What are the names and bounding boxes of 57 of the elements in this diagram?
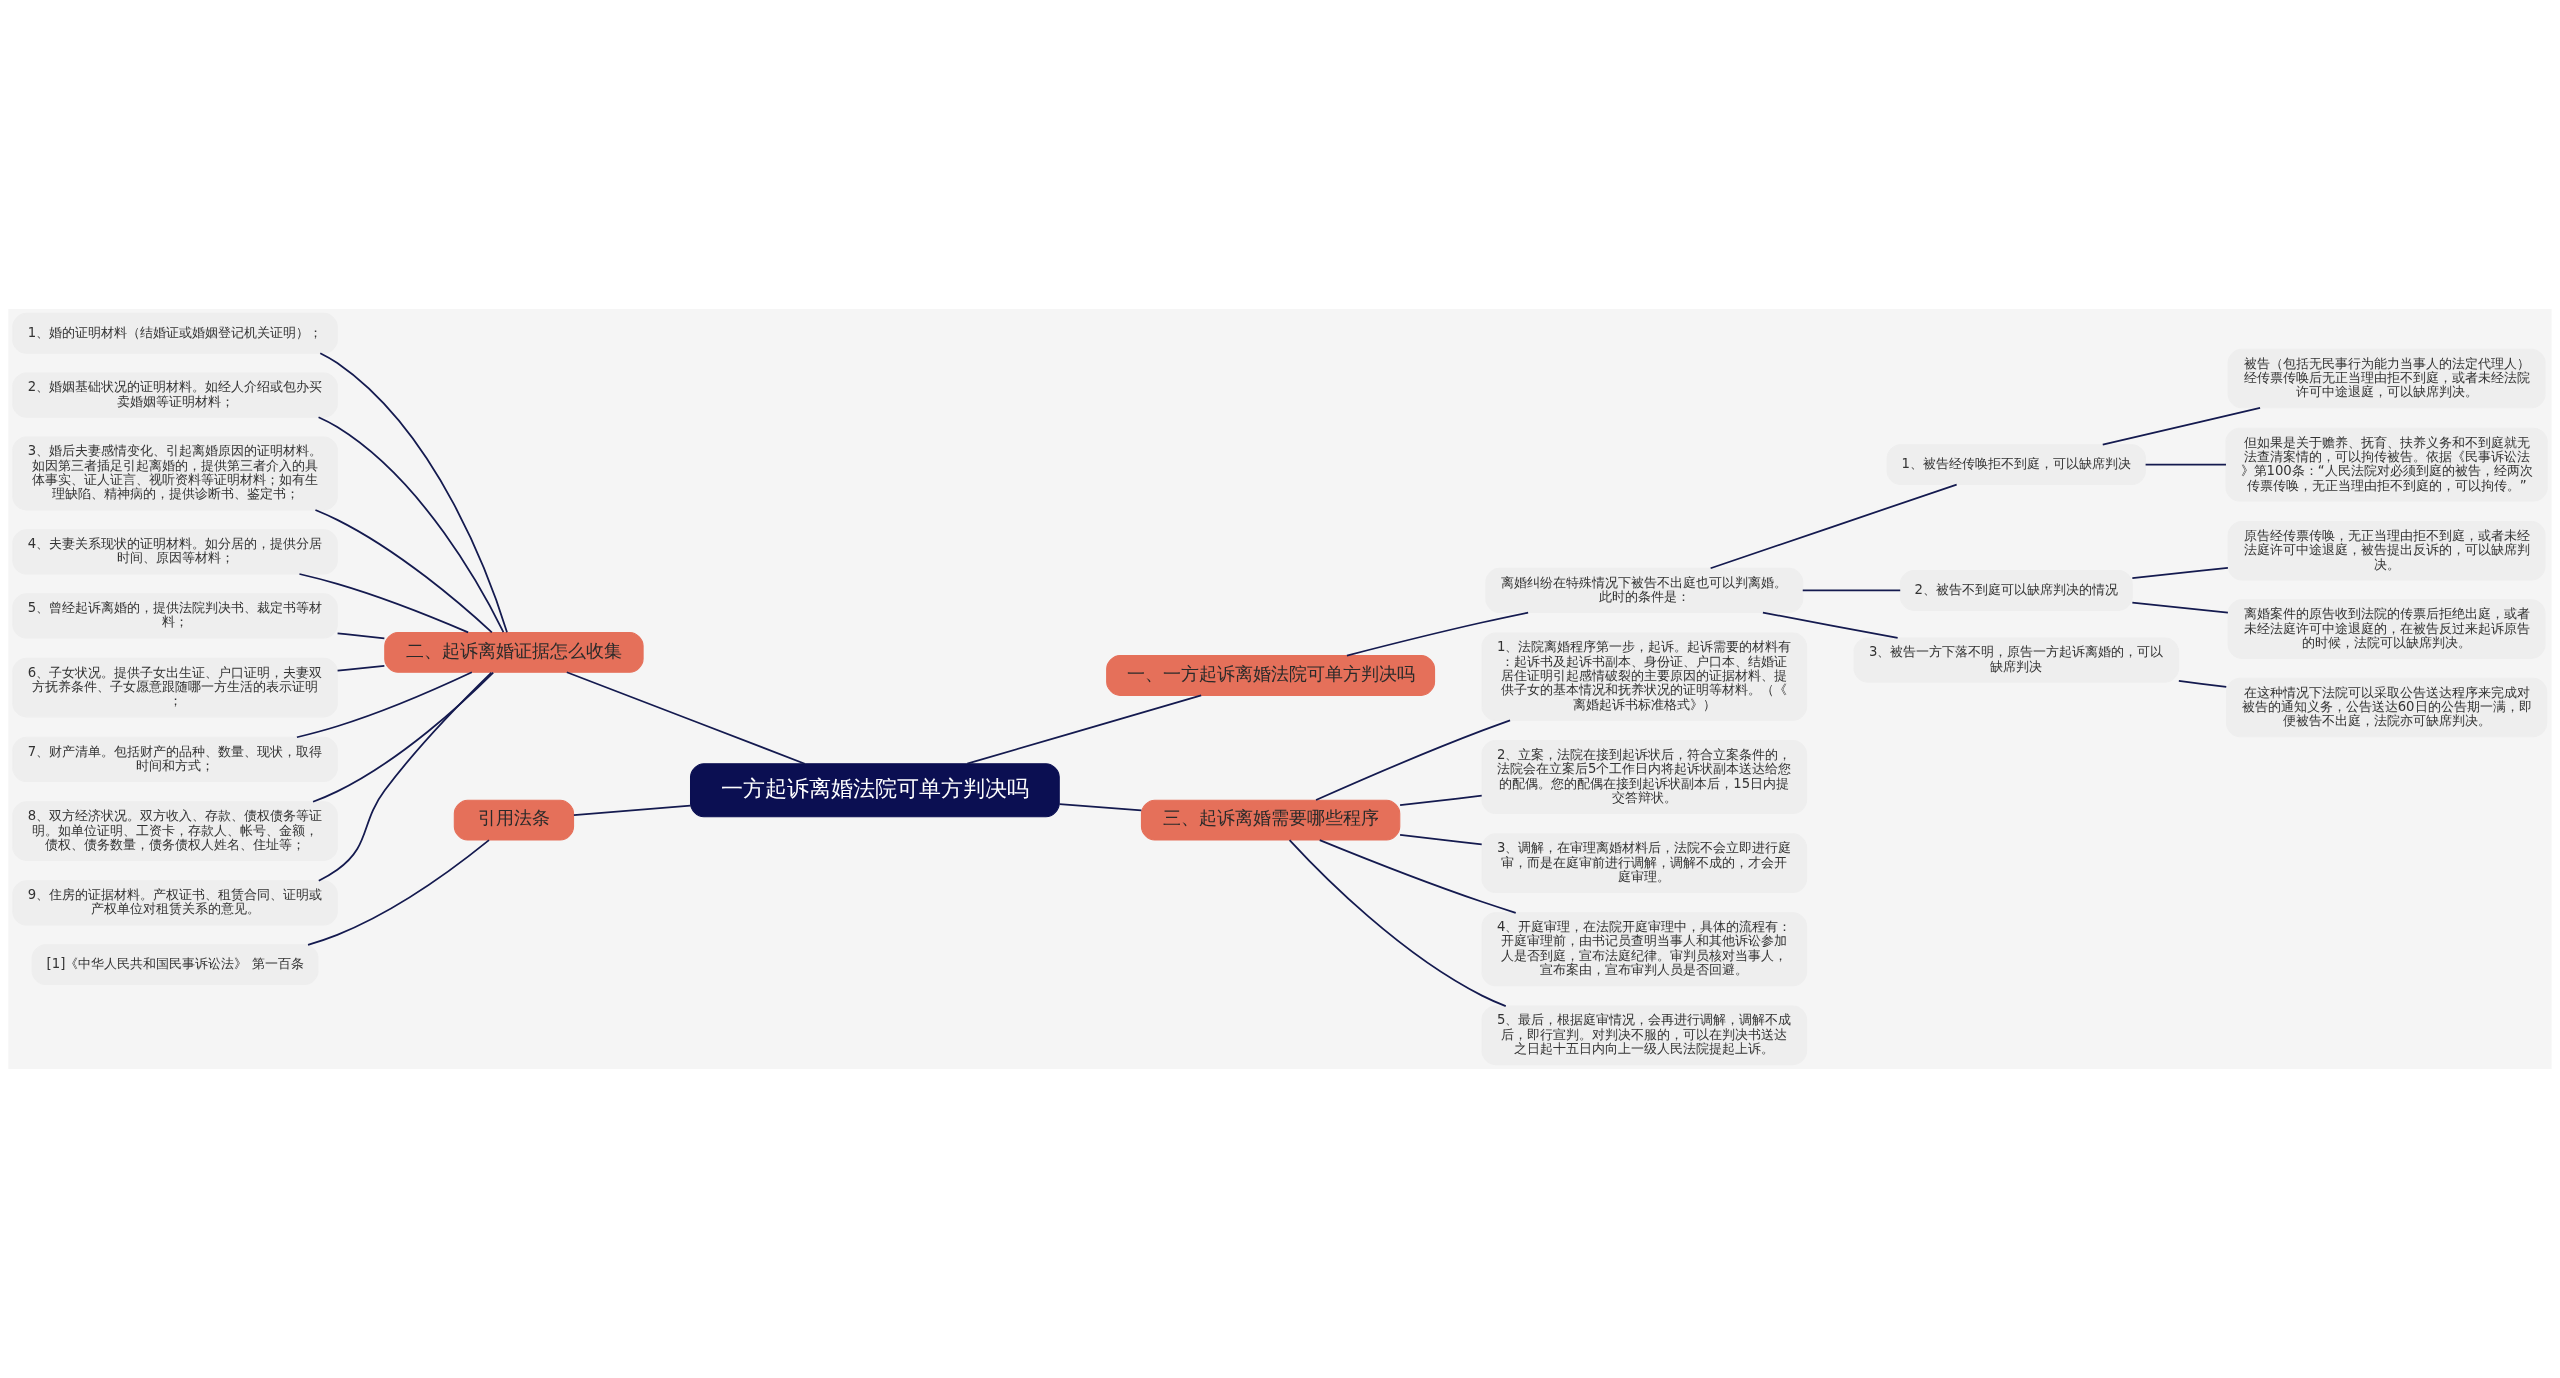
node-box: 6、子女状况。提供子女出生证、户口证明，夫妻双方抚养条件、子女愿意跟随哪一方生活的表示证明； (12, 657, 338, 718)
connector (307, 839, 490, 946)
node-box: 1、法院离婚程序第一步，起诉。起诉需要的材料有：起诉书及起诉书副本、身份证、户口本、结婚证居住证明引起感情破裂的主要原因的证据材料、提供子女的基本情况和抚养状况的证明等材料。（《离婚起诉书标准格式》） (1481, 632, 1808, 721)
connector (2144, 463, 2227, 466)
node-box: 1、婚的证明材料（结婚证或婚姻登记机关证明）； (12, 312, 338, 354)
connector (1288, 839, 1507, 1007)
node-box: 引用法条 (453, 799, 575, 841)
connector (336, 664, 386, 672)
connector (298, 573, 469, 634)
node-box: 2、立案，法院在接到起诉状后，符合立案条件的，法院会在立案后5个工作日内将起诉状副本送达给您的配偶。您的配偶在接到起诉状副本后，15日内提交答辩状。 (1481, 740, 1808, 814)
node-box: 3、婚后夫妻感情变化、引起离婚原因的证明材料。如因第三者插足引起离婚的，提供第三者介入的具体事实、证人证言、视听资料等证明材料；如有生理缺陷、精神病的，提供诊断书、鉴定书； (12, 436, 338, 511)
connector (296, 671, 473, 739)
node-box: 2、被告不到庭可以缺席判决的情况 (1899, 570, 2133, 611)
connector (319, 352, 508, 634)
connector (1315, 719, 1511, 801)
connector (317, 671, 493, 882)
node-box: 5、曾经起诉离婚的，提供法院判决书、裁定书等材料； (12, 593, 338, 639)
connector (1801, 589, 1902, 592)
node-box: 离婚案件的原告收到法院的传票后拒绝出庭，或者未经法庭许可中途退庭的，在被告反过来起诉原告的时候，法院可以缺席判决。 (2227, 599, 2546, 659)
node-box: 三、起诉离婚需要哪些程序 (1140, 799, 1401, 841)
connector (1318, 839, 1517, 914)
connector (573, 804, 692, 817)
connector (1399, 794, 1483, 807)
connector (2131, 566, 2229, 579)
node-box: 2、婚姻基础状况的证明材料。如经人介绍或包办买卖婚姻等证明材料； (12, 372, 338, 418)
node-box: 一、一方起诉离婚法院可单方判决吗 (1106, 655, 1436, 696)
node-box: 9、住房的证据材料。产权证书、租赁合同、证明或产权单位对租赁关系的意见。 (12, 880, 338, 926)
connector (336, 632, 386, 640)
node-box: 3、被告一方下落不明，原告一方起诉离婚的，可以缺席判决 (1853, 637, 2180, 683)
connector (1709, 483, 1958, 570)
node-box: 二、起诉离婚证据怎么收集 (384, 631, 644, 673)
node-box: 7、财产清单。包括财产的品种、数量、现状，取得时间和方式； (12, 736, 338, 782)
node-box: 5、最后，根据庭审情况，会再进行调解，调解不成后，即行宣判。对判决不服的，可以在判决书送达之日起十五日内向上一级人民法院提起上诉。 (1481, 1005, 1808, 1066)
connector (1346, 611, 1529, 657)
connector (314, 509, 493, 634)
node-box: 原告经传票传唤，无正当理由拒不到庭，或者未经法庭许可中途退庭，被告提出反诉的，可以缺席判决。 (2227, 520, 2546, 581)
connector (2177, 679, 2228, 688)
connector (2131, 601, 2229, 614)
node-box: [1]《中华人民共和国民事诉讼法》 第一百条 (31, 944, 319, 986)
node-box: 4、夫妻关系现状的证明材料。如分居的，提供分居时间、原因等材料； (12, 529, 338, 575)
connector (565, 671, 806, 765)
connector (2101, 407, 2261, 446)
connector (1762, 611, 1899, 639)
connector (1399, 834, 1483, 846)
node-box: 但如果是关于赡养、抚育、扶养义务和不到庭就无法查清案情的，可以拘传被告。依据《民事诉讼法》第100条：“人民法院对必须到庭的被告，经两次传票传唤，无正当理由拒不到庭的，可以拘传。” (2225, 427, 2548, 502)
node-box: 在这种情况下法院可以采取公告送达程序来完成对被告的通知义务，公告送达60日的公告期一满，即便被告不出庭，法院亦可缺席判决。 (2226, 677, 2548, 738)
node-box: 4、开庭审理，在法院开庭审理中，具体的流程有：开庭审理前，由书记员查明当事人和其他诉讼参加人是否到庭，宣布法庭纪律。审判员核对当事人，宣布案由，宣布审判人员是否回避。 (1481, 912, 1808, 987)
node-box: 3、调解，在审理离婚材料后，法院不会立即进行庭审，而是在庭审前进行调解，调解不成的，才会开庭审理。 (1481, 833, 1808, 893)
connector (317, 416, 505, 634)
node-box: 被告（包括无民事行为能力当事人的法定代理人）经传票传唤后无正当理由拒不到庭，或者未经法院许可中途退庭，可以缺席判决。 (2227, 348, 2546, 409)
connector (966, 694, 1203, 765)
node-box: 一方起诉离婚法院可单方判决吗 (690, 763, 1060, 818)
connector (312, 671, 495, 803)
connector (1058, 803, 1143, 812)
node-box: 离婚纠纷在特殊情况下被告不出庭也可以判离婚。此时的条件是： (1485, 567, 1804, 614)
node-box: 8、双方经济状况。双方收入、存款、债权债务等证明。如单位证明、工资卡，存款人、帐号、金额，债权、债务数量，债务债权人姓名、住址等； (12, 801, 338, 861)
node-box: 1、被告经传唤拒不到庭，可以缺席判决 (1886, 444, 2146, 486)
